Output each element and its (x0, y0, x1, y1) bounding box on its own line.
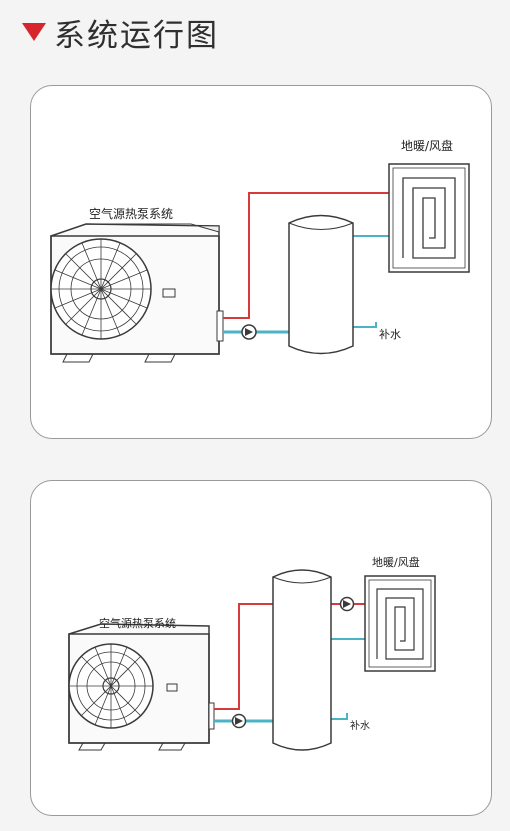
make-up-water-pipe (353, 322, 377, 328)
pump-icon (241, 324, 257, 340)
section-title: 系统运行图 (54, 18, 219, 54)
section-header: 系统运行图 (0, 0, 510, 62)
floor-heating-coil (388, 163, 470, 273)
heat-pump-label: 空气源热泵系统 (89, 206, 173, 221)
water-tank (288, 214, 354, 355)
make-up-water-label: 补水 (350, 719, 370, 732)
make-up-water-label: 补水 (379, 328, 401, 341)
water-tank (272, 569, 332, 751)
triangle-down-icon (22, 23, 46, 41)
diagram-1-canvas: 空气源热泵系统 地暖/风盘 补水 (50, 138, 470, 363)
hot-pipe (223, 192, 389, 319)
pump-icon (231, 713, 247, 729)
floor-heating-label: 地暖/风盘 (372, 555, 420, 569)
diagram-2-canvas: 空气源热泵系统 地暖/风盘 补水 (68, 555, 436, 751)
make-up-water-pipe (331, 713, 348, 720)
heat-pump-unit (68, 623, 215, 751)
system-diagram-2: 空气源热泵系统 地暖/风盘 补水 (30, 480, 492, 816)
heat-pump-label: 空气源热泵系统 (99, 616, 176, 630)
hot-pipe-to-tank (214, 603, 273, 710)
pump-icon (339, 596, 355, 612)
floor-heating-label: 地暖/风盘 (401, 138, 453, 153)
heat-pump-unit (50, 223, 224, 363)
system-diagram-1: 空气源热泵系统 地暖/风盘 补水 (30, 85, 492, 439)
floor-heating-coil (364, 575, 436, 672)
